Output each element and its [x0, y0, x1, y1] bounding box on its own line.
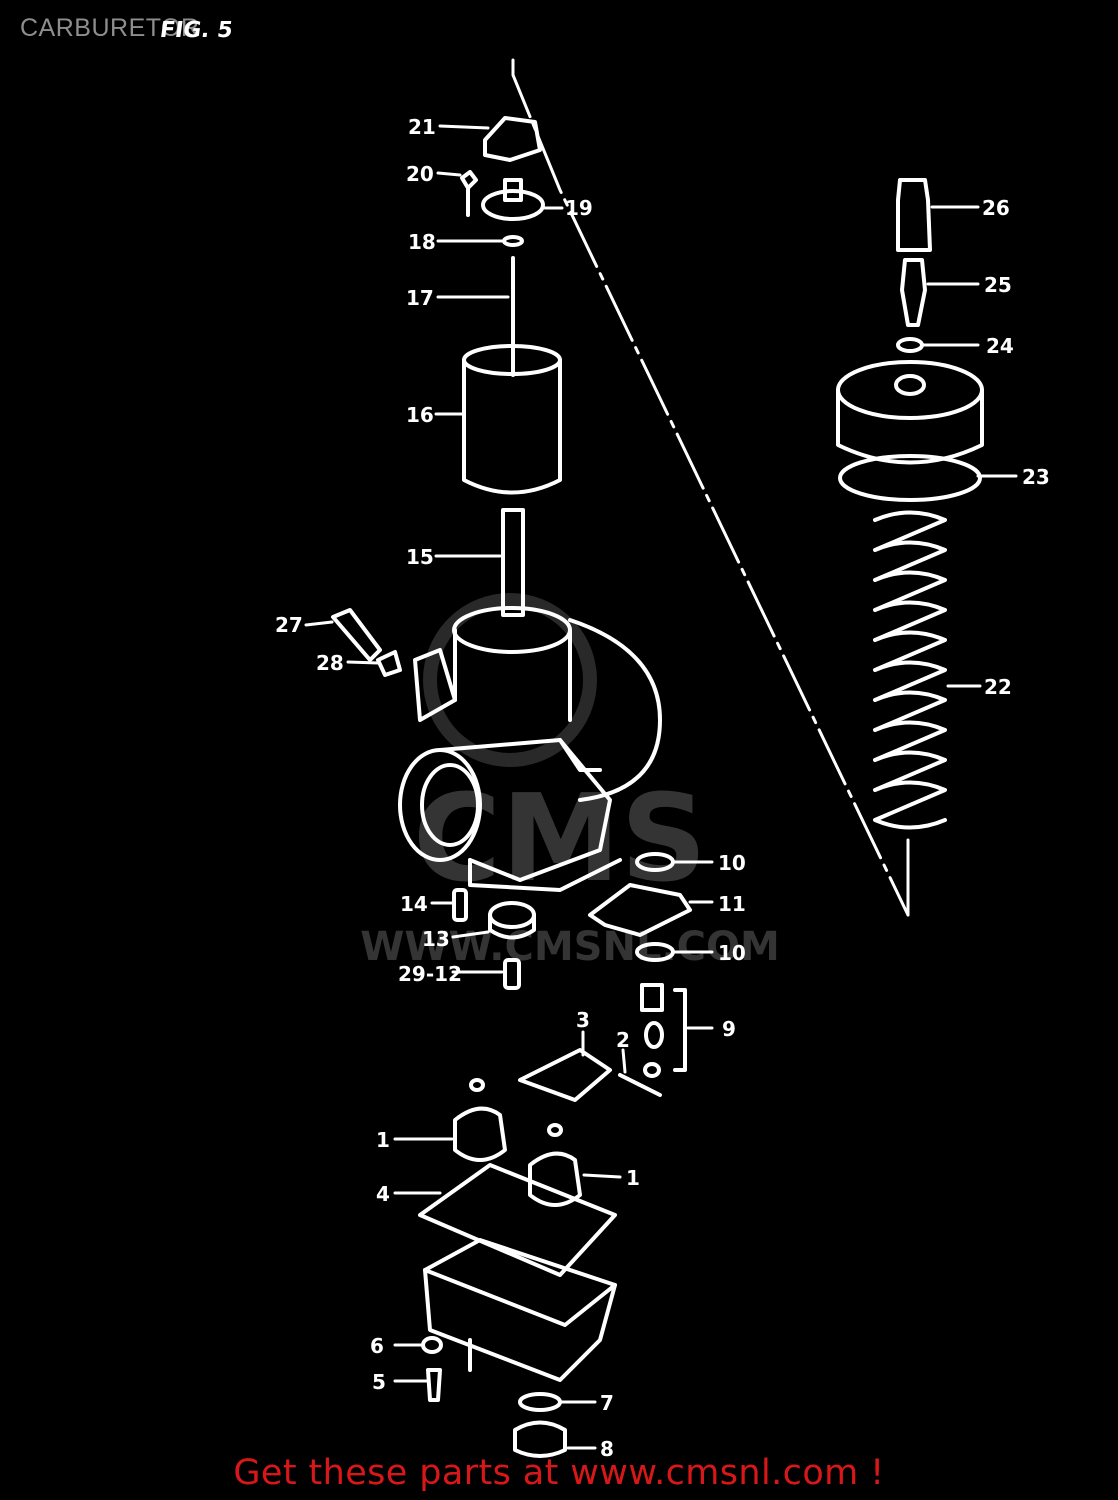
- label-13: 13: [422, 927, 450, 951]
- part-1-float-pin-right: [547, 1123, 563, 1137]
- watermark-url: WWW.CMSNL.COM: [360, 924, 780, 970]
- part-27-screw: [331, 608, 382, 662]
- label-15: 15: [406, 545, 434, 569]
- part-13-seal-body: [488, 913, 536, 940]
- label-1-right: 1: [626, 1166, 640, 1190]
- part-3-clip: [518, 1048, 612, 1102]
- figure-label: FIG. 5: [158, 18, 235, 43]
- part-8-drain-plug: [513, 1420, 567, 1458]
- label-5: 5: [372, 1370, 386, 1394]
- label-18: 18: [408, 230, 436, 254]
- part-20-screw: [460, 170, 478, 217]
- leader-lines: [304, 124, 1018, 1450]
- carburetor-body: [398, 606, 662, 892]
- part-26-adjuster: [896, 178, 932, 252]
- label-26: 26: [982, 196, 1010, 220]
- part-7-oring: [518, 1392, 562, 1412]
- label-9: 9: [722, 1017, 736, 1041]
- part-28-spring: [376, 650, 402, 677]
- part-23-top-cap: [836, 360, 984, 502]
- label-17: 17: [406, 286, 434, 310]
- part-9-jet: [640, 983, 664, 1012]
- part-6-washer: [421, 1336, 443, 1354]
- label-1-left: 1: [376, 1128, 390, 1152]
- label-11: 11: [718, 892, 746, 916]
- label-6: 6: [370, 1334, 384, 1358]
- part-9-nozzle: [644, 1021, 664, 1049]
- label-2: 2: [616, 1028, 630, 1052]
- part-21-cap: [483, 116, 542, 162]
- label-16: 16: [406, 403, 434, 427]
- float-bowl: [423, 1238, 617, 1382]
- label-29-12: 29-12: [398, 962, 462, 986]
- label-8: 8: [600, 1437, 614, 1461]
- label-21: 21: [408, 115, 436, 139]
- label-19: 19: [565, 196, 593, 220]
- label-27: 27: [275, 613, 303, 637]
- part-10-washer-lower: [635, 942, 675, 962]
- part-9-bracket: [673, 988, 687, 1072]
- label-3: 3: [576, 1008, 590, 1032]
- label-14: 14: [400, 892, 428, 916]
- part-labels: 21 20 19 18 17 16 15 27 28 26 25 24 23 2…: [275, 115, 1050, 1461]
- part-15-rod: [501, 508, 525, 617]
- part-11-plate: [588, 883, 692, 937]
- label-28: 28: [316, 651, 344, 675]
- part-18-washer: [502, 235, 524, 247]
- part-4-gasket: [418, 1163, 617, 1277]
- label-10-upper: 10: [718, 851, 746, 875]
- part-25-guide: [900, 258, 927, 327]
- label-20: 20: [406, 162, 434, 186]
- part-29-12-jet: [503, 958, 521, 990]
- part-1-float-pin-left: [469, 1078, 485, 1092]
- label-23: 23: [1022, 465, 1050, 489]
- part-16-slide-body: [462, 358, 562, 495]
- part-19-stem: [503, 178, 523, 202]
- part-2-pin: [618, 1073, 662, 1097]
- label-7: 7: [600, 1391, 614, 1415]
- label-4: 4: [376, 1182, 390, 1206]
- part-14-plug: [452, 888, 468, 922]
- footer-parts-link[interactable]: Get these parts at www.cmsnl.com !: [233, 1453, 885, 1493]
- part-1-float-right: [528, 1151, 582, 1207]
- part-22-spring: [873, 510, 947, 830]
- part-1-float-left: [453, 1106, 507, 1162]
- part-9-cap: [643, 1062, 661, 1078]
- part-10-washer-upper: [635, 852, 675, 872]
- part-24-washer: [896, 337, 924, 353]
- cms-watermark: CMS WWW.CMSNL.COM: [360, 593, 780, 970]
- assembly-axis-line: [511, 58, 910, 917]
- label-10-lower: 10: [718, 941, 746, 965]
- label-24: 24: [986, 334, 1014, 358]
- part-5-screw: [426, 1368, 442, 1402]
- label-25: 25: [984, 273, 1012, 297]
- part-19-plate: [481, 189, 545, 221]
- label-22: 22: [984, 675, 1012, 699]
- page-title: CARBURETOR: [20, 14, 200, 42]
